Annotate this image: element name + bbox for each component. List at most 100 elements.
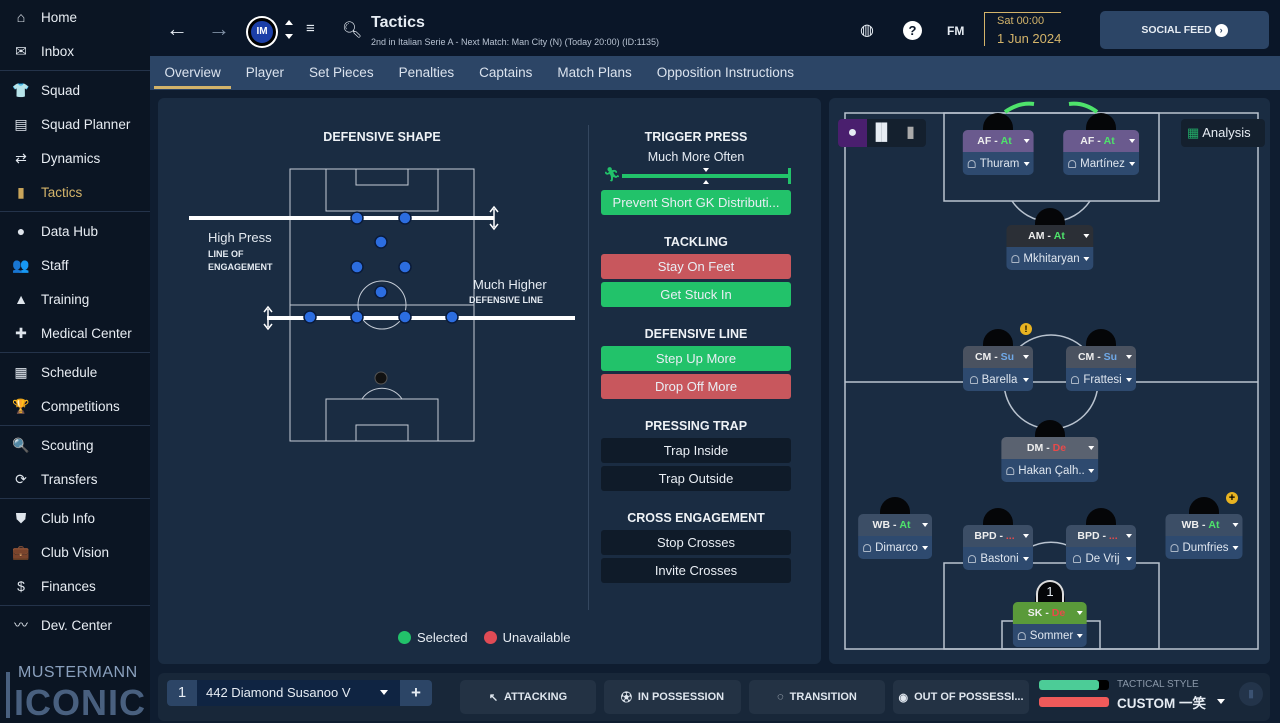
sidebar-item-dynamics[interactable]: ⇄Dynamics: [0, 141, 150, 175]
trap-inside-button[interactable]: Trap Inside: [601, 438, 791, 463]
tactic-slot[interactable]: 1: [167, 680, 197, 706]
tab-player[interactable]: Player: [245, 65, 285, 80]
sidebar-item-schedule[interactable]: ▦Schedule: [0, 355, 150, 389]
slider-handle-top[interactable]: [703, 168, 709, 172]
duty: ...: [1108, 530, 1118, 542]
role-select[interactable]: CM - Su: [963, 346, 1033, 368]
player-select[interactable]: De Vrij: [1066, 547, 1136, 570]
sidebar-item-medical-center[interactable]: ✚Medical Center: [0, 316, 150, 350]
forward-icon[interactable]: →: [208, 16, 230, 41]
player-card[interactable]: WB - At Dimarco: [858, 514, 932, 559]
sidebar-item-transfers[interactable]: ⟳Transfers: [0, 462, 150, 496]
legend-selected: Selected: [417, 630, 468, 645]
stay-on-feet-button[interactable]: Stay On Feet: [601, 254, 791, 279]
out-of-possession-button[interactable]: ◉OUT OF POSSESSI...: [893, 680, 1029, 714]
sidebar-divider: [0, 70, 150, 71]
sidebar-item-training[interactable]: ▲Training: [0, 282, 150, 316]
player-select[interactable]: Dimarco: [858, 536, 932, 559]
player-select[interactable]: Mkhitaryan: [1006, 247, 1094, 270]
trigger-press-slider[interactable]: [622, 174, 790, 178]
tab-opposition-instructions[interactable]: Opposition Instructions: [656, 65, 795, 80]
slider-handle-bottom[interactable]: [703, 180, 709, 184]
step-up-more-button[interactable]: Step Up More: [601, 346, 791, 371]
instructions-view-icon[interactable]: ▮: [906, 124, 915, 141]
sidebar-item-home[interactable]: ⌂Home: [0, 0, 150, 34]
role-select[interactable]: AM - At: [1006, 225, 1094, 247]
search-icon[interactable]: 🔍︎: [342, 22, 363, 39]
globe-icon[interactable]: ◍: [860, 22, 874, 39]
sidebar-item-finances[interactable]: $Finances: [0, 569, 150, 603]
sidebar-item-dev-center[interactable]: 〰Dev. Center: [0, 608, 150, 642]
sidebar-item-club-vision[interactable]: 💼Club Vision: [0, 535, 150, 569]
sidebar-item-squad[interactable]: 👕Squad: [0, 73, 150, 107]
role-select[interactable]: SK - De: [1012, 602, 1088, 624]
chart-icon[interactable]: ▮: [1239, 682, 1263, 706]
invite-crosses-button[interactable]: Invite Crosses: [601, 558, 791, 583]
switch-club-up-icon[interactable]: [285, 20, 293, 25]
player-select[interactable]: Dumfries: [1165, 536, 1243, 559]
tab-penalties[interactable]: Penalties: [398, 65, 455, 80]
switch-club-down-icon[interactable]: [285, 34, 293, 39]
analysis-button[interactable]: ▦ Analysis: [1181, 119, 1265, 147]
sidebar-item-club-info[interactable]: ⛊Club Info: [0, 501, 150, 535]
player-card[interactable]: BPD - ...Bastoni: [963, 525, 1033, 570]
tab-captains[interactable]: Captains: [479, 65, 533, 80]
drop-off-more-button[interactable]: Drop Off More: [601, 374, 791, 399]
current-date[interactable]: Sat 00:00 1 Jun 2024: [984, 12, 1062, 46]
fm-label[interactable]: FM: [947, 24, 965, 38]
role-select[interactable]: CM - Su: [1066, 346, 1136, 368]
transition-button[interactable]: ◌TRANSITION: [749, 680, 885, 714]
tactic-select[interactable]: 442 Diamond Susanoo V: [197, 680, 400, 706]
help-icon[interactable]: ?: [903, 21, 922, 40]
player-select[interactable]: Hakan Çalh..: [1001, 459, 1099, 482]
sidebar-item-tactics[interactable]: ▮Tactics: [0, 175, 150, 209]
add-tactic-button[interactable]: +: [400, 680, 432, 706]
sidebar-item-staff[interactable]: 👥Staff: [0, 248, 150, 282]
role-select[interactable]: WB - At: [858, 514, 932, 536]
stats-view-icon[interactable]: ▐▌: [870, 124, 893, 141]
player-card[interactable]: BPD - ...De Vrij: [1066, 525, 1136, 570]
player-view-icon[interactable]: ●: [838, 119, 867, 147]
player-select[interactable]: Bastoni: [963, 547, 1033, 570]
tab-overview[interactable]: Overview: [152, 56, 233, 90]
player-select[interactable]: Sommer: [1012, 624, 1088, 647]
menu-icon[interactable]: ≡: [306, 20, 315, 37]
stop-crosses-button[interactable]: Stop Crosses: [601, 530, 791, 555]
sidebar-item-scouting[interactable]: 🔍Scouting: [0, 428, 150, 462]
club-badge-icon[interactable]: IM: [248, 18, 276, 46]
player-select[interactable]: Martínez: [1063, 152, 1139, 175]
sidebar-item-data-hub[interactable]: ●Data Hub: [0, 214, 150, 248]
back-icon[interactable]: ←: [166, 16, 188, 41]
tab-set-pieces[interactable]: Set Pieces: [309, 65, 374, 80]
in-possession-button[interactable]: ⚽︎IN POSSESSION: [604, 680, 741, 714]
social-feed-button[interactable]: SOCIAL FEED ›: [1100, 11, 1269, 49]
player-select[interactable]: Frattesi: [1066, 368, 1136, 391]
sidebar-item-competitions[interactable]: 🏆Competitions: [0, 389, 150, 423]
role-select[interactable]: DM - De: [1001, 437, 1099, 459]
tactical-style-value[interactable]: CUSTOM 一笑: [1117, 696, 1207, 711]
player-select[interactable]: Barella: [963, 368, 1033, 391]
get-stuck-in-button[interactable]: Get Stuck In: [601, 282, 791, 307]
trap-outside-button[interactable]: Trap Outside: [601, 466, 791, 491]
style-chevron-icon[interactable]: [1217, 699, 1225, 704]
sidebar-item-squad-planner[interactable]: ▤Squad Planner: [0, 107, 150, 141]
player-name: Dimarco: [875, 541, 918, 554]
role-select[interactable]: AF - At: [962, 130, 1034, 152]
prevent-short-gk-distribution-button[interactable]: Prevent Short GK Distributi...: [601, 190, 791, 215]
role-select[interactable]: BPD - ...: [963, 525, 1033, 547]
sidebar-item-inbox[interactable]: ✉Inbox: [0, 34, 150, 68]
role-select[interactable]: WB - At: [1165, 514, 1243, 536]
role-select[interactable]: AF - At: [1063, 130, 1139, 152]
role-select[interactable]: BPD - ...: [1066, 525, 1136, 547]
player-select[interactable]: Thuram: [962, 152, 1034, 175]
tab-match-plans[interactable]: Match Plans: [557, 65, 632, 80]
attacking-button[interactable]: ↖ATTACKING: [460, 680, 596, 714]
